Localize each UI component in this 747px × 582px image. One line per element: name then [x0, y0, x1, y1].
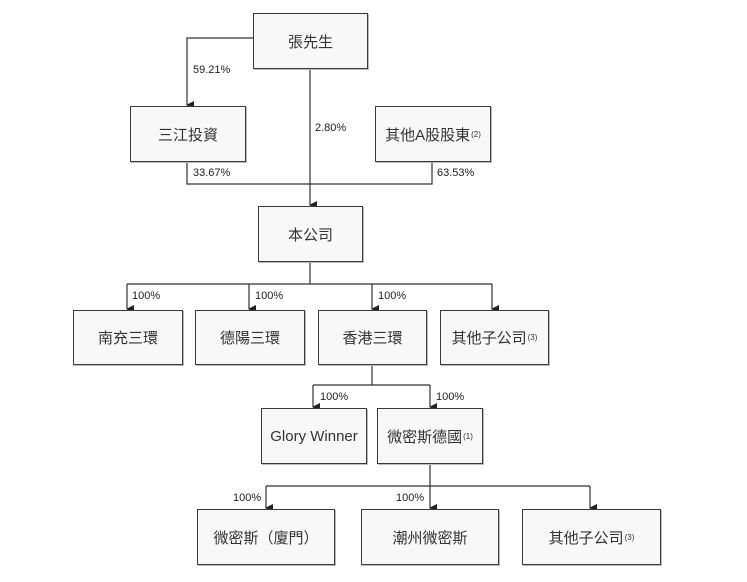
node-label: 微密斯德國 [387, 428, 463, 446]
edge-label: 63.53% [437, 167, 475, 179]
node-zhang: 張先生 [253, 13, 368, 69]
node-sanjiang: 三江投資 [130, 106, 246, 162]
node-label: Glory Winner [270, 427, 358, 445]
node-label: 三江投資 [157, 126, 218, 144]
edge-label: 100% [396, 492, 425, 504]
node-germany: 微密斯德國(1) [377, 408, 483, 464]
edge-label: 100% [132, 290, 161, 302]
node-label: 香港三環 [342, 330, 403, 347]
edge-label: 2.80% [315, 122, 347, 134]
footnote-marker: (2) [471, 129, 481, 139]
edge-label: 100% [378, 290, 407, 302]
node-other-a-shareholders: 其他A股股東(2) [375, 106, 491, 162]
node-label: 南充三環 [97, 330, 158, 347]
node-label: 德陽三環 [219, 330, 280, 347]
footnote-marker: (3) [624, 532, 635, 542]
edge-label: 59.21% [193, 64, 231, 76]
node-label: 其他子公司 [548, 529, 624, 547]
footnote-marker: (3) [527, 333, 538, 342]
footnote-marker: (1) [463, 431, 473, 441]
node-label: 其他子公司 [451, 330, 527, 347]
node-hongkong: 香港三環 [318, 310, 427, 365]
node-other-subsidiaries-2: 其他子公司(3) [522, 509, 661, 565]
edge-label: 100% [436, 391, 465, 403]
node-label: 其他A股股東 [385, 126, 471, 144]
node-chaozhou: 潮州微密斯 [361, 509, 499, 565]
node-xiamen: 微密斯（廈門） [197, 509, 335, 565]
edge-label: 33.67% [193, 167, 231, 179]
node-label: 潮州微密斯 [392, 529, 468, 547]
node-label: 微密斯（廈門） [213, 529, 319, 547]
node-company: 本公司 [258, 206, 363, 262]
node-label: 張先生 [287, 33, 333, 51]
node-other-subsidiaries-1: 其他子公司(3) [440, 310, 549, 365]
edge-label: 100% [255, 290, 284, 302]
node-label: 本公司 [287, 226, 333, 244]
node-glory-winner: Glory Winner [261, 408, 367, 464]
node-nanchong: 南充三環 [73, 310, 183, 365]
edge-label: 100% [233, 492, 262, 504]
node-deyang: 德陽三環 [195, 310, 305, 365]
edge-label: 100% [320, 391, 349, 403]
